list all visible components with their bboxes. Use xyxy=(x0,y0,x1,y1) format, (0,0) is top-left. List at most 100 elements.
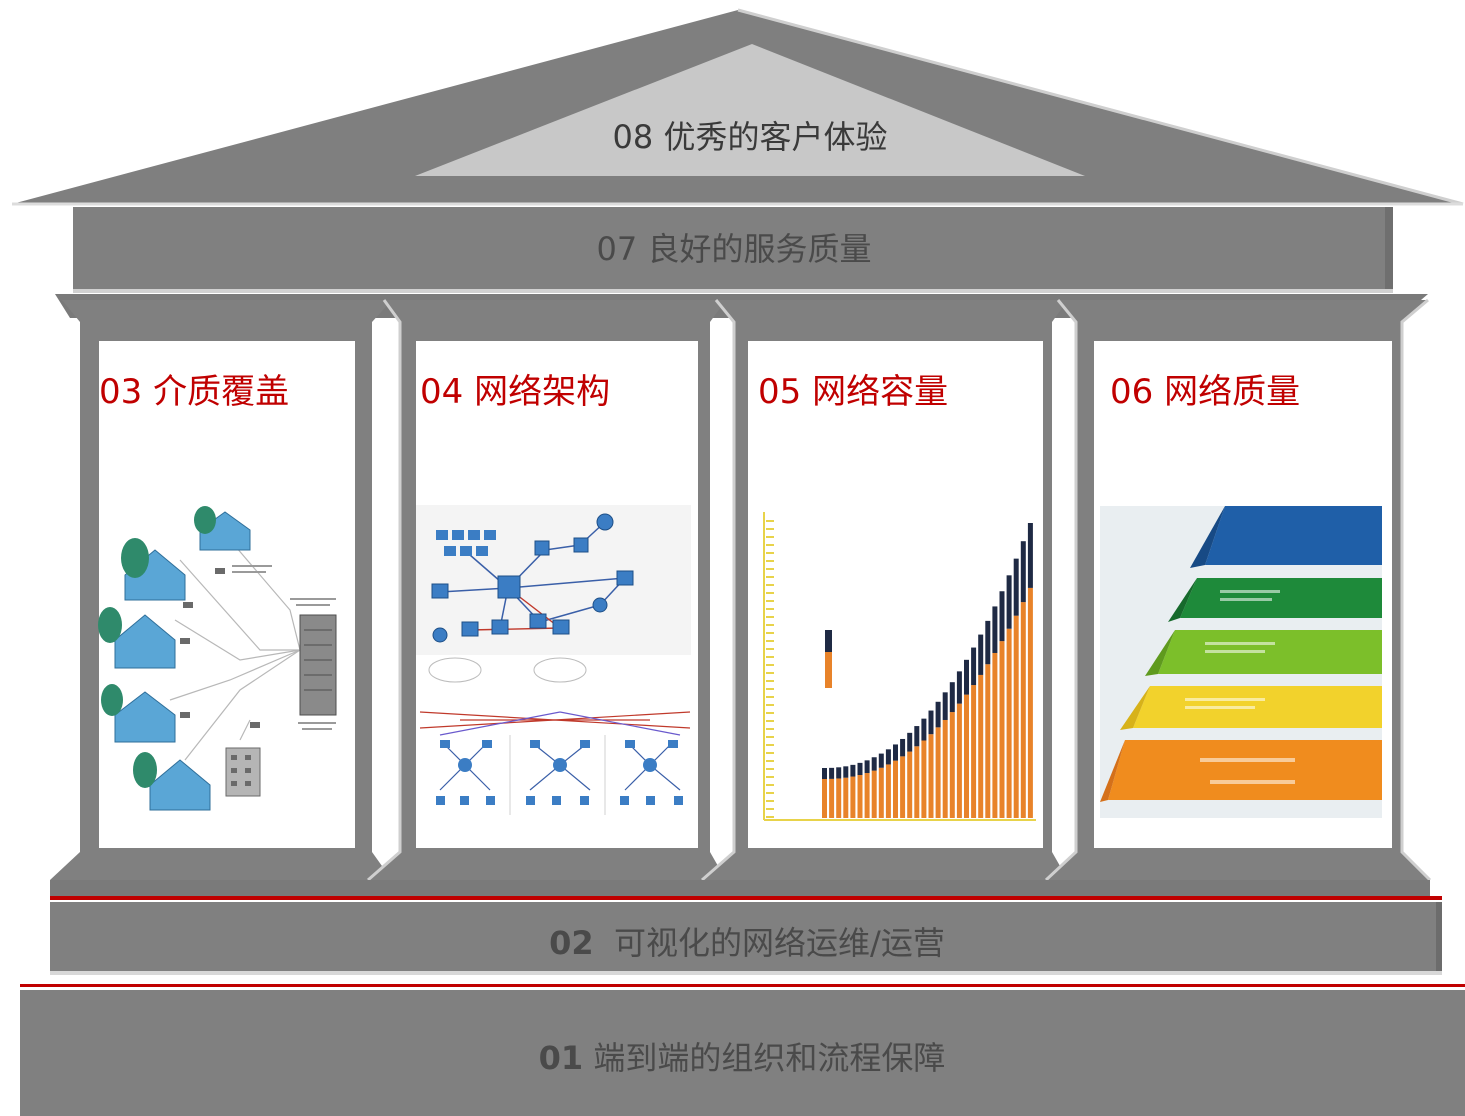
network-topology-icon xyxy=(416,505,691,815)
decor-bar-upper xyxy=(914,726,920,747)
decor-bar-upper xyxy=(1020,541,1026,603)
decor-bar-upper xyxy=(949,682,955,713)
decor-bar-upper xyxy=(885,749,891,765)
decor-axis-tick xyxy=(766,688,774,690)
decor-bar-upper xyxy=(928,710,934,735)
step-number: 02 xyxy=(549,924,594,962)
pillar-title-coverage: 03 介质覆盖 xyxy=(99,372,290,412)
decor-axis-tick xyxy=(766,520,774,522)
decor-axis-tick xyxy=(766,768,774,770)
decor-axis-tick xyxy=(766,640,774,642)
decor-axis-tick xyxy=(766,544,774,546)
decor-bar-upper xyxy=(992,606,998,653)
pillar-title-quality: 06 网络质量 xyxy=(1110,372,1301,412)
decor-bar-upper xyxy=(878,753,884,768)
pillar-title-architecture: 04 网络架构 xyxy=(420,372,611,412)
decor-bar-lower xyxy=(978,674,984,818)
decor-bar-lower xyxy=(878,767,884,818)
decor-axis-tick xyxy=(766,784,774,786)
decor-bar-lower xyxy=(914,746,920,818)
base-label: 01 端到端的组织和流程保障 xyxy=(22,1033,1462,1079)
decor-bar-lower xyxy=(822,779,827,818)
decor-bar-upper xyxy=(999,591,1005,642)
decor-bar-upper xyxy=(985,620,991,665)
decor-bar-upper xyxy=(978,634,984,675)
decor-bar-upper xyxy=(956,671,962,704)
decor-bar-upper xyxy=(836,767,842,779)
pyramid-levels-icon xyxy=(1100,506,1382,818)
pillar-title-capacity: 05 网络容量 xyxy=(758,372,949,412)
decor-bar-upper xyxy=(935,701,941,728)
decor-bar-lower xyxy=(992,652,998,818)
decor-axis-tick xyxy=(766,680,774,682)
decor-axis-tick xyxy=(766,552,774,554)
step-label: 02 可视化的网络运维/运营 xyxy=(54,918,1440,964)
decor-bar-lower xyxy=(1027,587,1033,818)
decor-bar-lower xyxy=(956,703,962,818)
decor-axis-tick xyxy=(766,792,774,794)
decor-axis-tick xyxy=(766,600,774,602)
decor-bar-upper xyxy=(893,744,898,761)
decor-bar-lower xyxy=(829,778,835,818)
decor-axis-tick xyxy=(766,752,774,754)
decor-axis-tick xyxy=(766,568,774,570)
decor-bar-upper xyxy=(871,757,877,771)
decor-bar-lower xyxy=(836,778,842,818)
decor-bar-upper xyxy=(1006,575,1012,629)
decor-bar-lower xyxy=(893,760,898,818)
decor-bar-upper xyxy=(864,760,870,774)
decor-bar-upper xyxy=(843,766,849,778)
decor-axis-tick xyxy=(766,816,774,818)
decor-axis-tick xyxy=(766,616,774,618)
growth-bar-chart-icon xyxy=(758,508,1040,826)
decor-bar-lower xyxy=(942,719,948,818)
decor-bar-upper xyxy=(1013,558,1019,616)
decor-axis-tick xyxy=(766,656,774,658)
decor-bar-lower xyxy=(971,685,977,818)
decor-axis-tick xyxy=(766,632,774,634)
decor-bar-lower xyxy=(985,664,991,818)
decor-axis-tick xyxy=(766,664,774,666)
decor-bar-upper xyxy=(921,718,927,741)
base-text: 端到端的组织和流程保障 xyxy=(593,1039,946,1077)
decor-axis-tick xyxy=(766,736,774,738)
decor-bar-lower xyxy=(843,777,849,818)
step-text: 可视化的网络运维/运营 xyxy=(614,924,945,962)
decor-bar-lower xyxy=(999,641,1005,818)
decor-axis-tick xyxy=(766,728,774,730)
decor-bar-lower xyxy=(949,712,955,818)
decor-bar-upper xyxy=(971,647,977,686)
decor-axis-tick xyxy=(766,576,774,578)
decor-bar-lower xyxy=(928,734,934,818)
decor-bar-lower xyxy=(935,727,941,818)
decor-axis-tick xyxy=(766,608,774,610)
step xyxy=(50,896,1442,975)
decor-axis-tick xyxy=(766,536,774,538)
decor-bar-lower xyxy=(857,775,863,818)
decor-axis-tick xyxy=(766,744,774,746)
decor-bar-lower xyxy=(885,764,891,818)
decor-axis-tick xyxy=(766,592,774,594)
decor-axis-tick xyxy=(766,648,774,650)
decor-bar-lower xyxy=(900,756,906,818)
decor-bar-lower xyxy=(907,751,913,818)
decor-bar-upper xyxy=(829,767,835,779)
decor-bar-lower xyxy=(964,694,969,818)
decor-bar-lower xyxy=(1020,602,1026,818)
decor-axis-tick xyxy=(766,712,774,714)
decor-axis-tick xyxy=(766,760,774,762)
decor-bar-lower xyxy=(850,776,856,818)
decor-axis-tick xyxy=(766,720,774,722)
decor-bar-upper xyxy=(822,768,827,779)
decor-bar-lower xyxy=(1013,615,1019,818)
beam-label: 07 良好的服务质量 xyxy=(596,230,872,268)
decor-bar-lower xyxy=(871,770,877,818)
decor-bar-upper xyxy=(857,762,863,776)
decor-bar-upper xyxy=(850,764,856,777)
decor-bar-lower xyxy=(921,740,927,818)
beam xyxy=(73,207,1393,293)
decor-axis-tick xyxy=(766,696,774,698)
roof-label: 08 优秀的客户体验 xyxy=(612,118,888,156)
base xyxy=(20,984,1465,1116)
